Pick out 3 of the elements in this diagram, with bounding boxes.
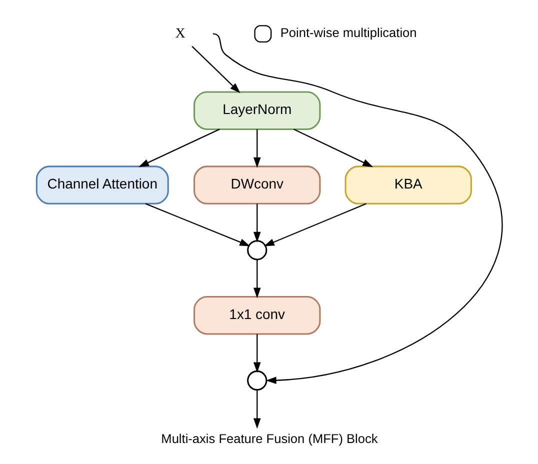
caption: Multi-axis Feature Fusion (MFF) Block bbox=[160, 430, 378, 446]
node-text: X bbox=[174, 26, 185, 42]
legend-label: Point-wise multiplication bbox=[280, 25, 416, 40]
